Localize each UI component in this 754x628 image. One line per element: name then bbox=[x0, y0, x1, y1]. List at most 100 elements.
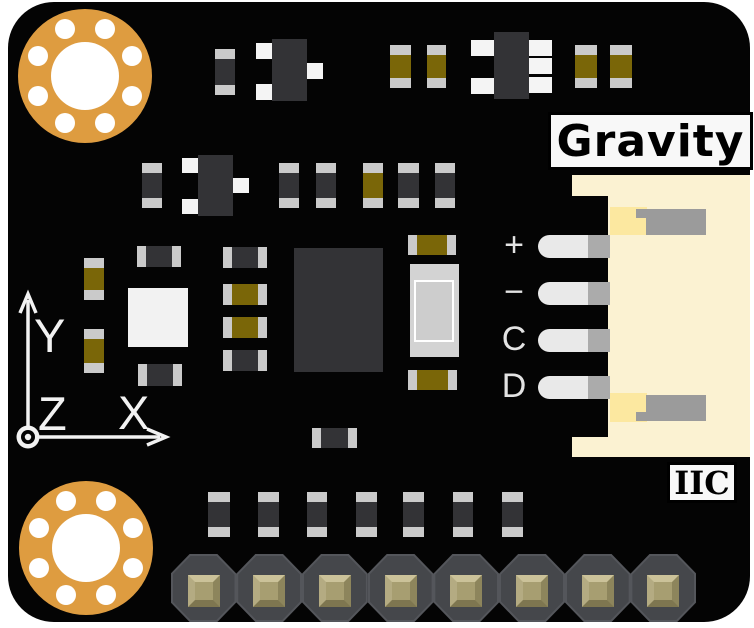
capacitor-chip bbox=[610, 45, 632, 88]
mounting-hole bbox=[19, 481, 153, 615]
chip-end-cap bbox=[447, 235, 456, 255]
chip-end-cap bbox=[312, 428, 321, 448]
resistor-chip bbox=[208, 492, 230, 537]
regulator-pad bbox=[471, 40, 495, 56]
chip-end-cap bbox=[208, 492, 230, 502]
mounting-hole-satellite bbox=[95, 585, 116, 606]
connector-tab-step-top bbox=[636, 209, 646, 218]
connector-pin bbox=[538, 376, 610, 399]
chip-end-cap bbox=[138, 364, 147, 386]
resistor-chip bbox=[137, 246, 181, 267]
chip-end-cap bbox=[363, 163, 383, 173]
chip-end-cap bbox=[356, 492, 377, 502]
header-pin bbox=[301, 554, 368, 622]
chip-end-cap bbox=[575, 45, 597, 55]
resistor-chip bbox=[215, 49, 235, 95]
connector-tab-bottom bbox=[646, 395, 706, 421]
chip-end-cap bbox=[172, 246, 181, 267]
chip-end-cap bbox=[84, 363, 104, 373]
mounting-hole-satellite bbox=[27, 46, 48, 67]
capacitor-chip bbox=[408, 370, 457, 390]
mounting-hole-satellite bbox=[56, 490, 77, 511]
mounting-hole-satellite bbox=[28, 557, 49, 578]
resistor-chip bbox=[142, 163, 162, 208]
chip-end-cap bbox=[398, 198, 419, 208]
chip-end-cap bbox=[223, 247, 232, 268]
chip-end-cap bbox=[258, 284, 267, 305]
mounting-hole-satellite bbox=[122, 85, 143, 106]
resistor-chip bbox=[435, 163, 455, 208]
capacitor-chip bbox=[84, 329, 104, 373]
mounting-hole-satellite bbox=[122, 46, 143, 67]
mounting-hole-satellite bbox=[95, 490, 116, 511]
chip-end-cap bbox=[453, 527, 473, 537]
capacitor-chip bbox=[84, 258, 104, 300]
chip-end-cap bbox=[223, 284, 232, 305]
regulator-pad bbox=[471, 78, 495, 94]
chip-end-cap bbox=[84, 258, 104, 268]
capacitor-chip bbox=[223, 284, 267, 305]
resistor-chip bbox=[258, 492, 279, 537]
crystal-oscillator-lid bbox=[414, 280, 454, 342]
transistor-sot23 bbox=[272, 39, 307, 101]
chip-end-cap bbox=[390, 78, 411, 88]
chip-end-cap bbox=[84, 290, 104, 300]
connector-pin-contact bbox=[588, 235, 610, 258]
chip-end-cap bbox=[453, 492, 473, 502]
regulator-pad bbox=[528, 58, 552, 74]
mounting-hole-satellite bbox=[28, 518, 49, 539]
chip-end-cap bbox=[448, 370, 457, 390]
header-pin-pad bbox=[318, 575, 351, 607]
transistor-pad bbox=[232, 178, 249, 193]
mounting-hole bbox=[18, 9, 152, 143]
chip-end-cap bbox=[610, 78, 632, 88]
header-pin bbox=[630, 554, 697, 622]
capacitor-chip bbox=[363, 163, 383, 208]
transistor-pad bbox=[182, 158, 199, 173]
connector-pin-contact bbox=[588, 376, 610, 399]
chip-end-cap bbox=[427, 78, 446, 88]
chip-end-cap bbox=[575, 78, 597, 88]
chip-end-cap bbox=[427, 45, 446, 55]
capacitor-chip bbox=[390, 45, 411, 88]
mounting-hole-satellite bbox=[55, 18, 76, 39]
chip-end-cap bbox=[403, 527, 424, 537]
mounting-hole-satellite bbox=[55, 113, 76, 134]
pin-label: + bbox=[504, 226, 524, 264]
axis-z-label: Z bbox=[38, 387, 67, 440]
transistor-pad bbox=[256, 43, 273, 59]
header-pin-pad bbox=[253, 575, 286, 607]
axis-indicator-icon: Y Z X bbox=[16, 289, 171, 449]
regulator-pad bbox=[528, 40, 552, 56]
chip-end-cap bbox=[137, 246, 146, 267]
resistor-chip bbox=[403, 492, 424, 537]
resistor-chip bbox=[453, 492, 473, 537]
resistor-chip bbox=[223, 350, 267, 371]
header-pin-pad bbox=[581, 575, 614, 607]
chip-end-cap bbox=[84, 329, 104, 339]
connector-pin bbox=[538, 235, 610, 258]
capacitor-chip bbox=[427, 45, 446, 88]
chip-end-cap bbox=[502, 492, 523, 502]
iic-label: IIC bbox=[667, 462, 737, 503]
header-pin bbox=[433, 554, 500, 622]
chip-end-cap bbox=[435, 198, 455, 208]
chip-end-cap bbox=[258, 247, 267, 268]
iic-label-text: IIC bbox=[674, 463, 730, 502]
connector-tab-step-bottom bbox=[636, 412, 646, 421]
chip-end-cap bbox=[173, 364, 182, 386]
chip-end-cap bbox=[142, 198, 162, 208]
chip-end-cap bbox=[348, 428, 357, 448]
chip-end-cap bbox=[208, 527, 230, 537]
mounting-hole-satellite bbox=[56, 585, 77, 606]
gravity-label: Gravity bbox=[548, 112, 753, 170]
mounting-hole-satellite bbox=[27, 85, 48, 106]
gravity-label-text: Gravity bbox=[556, 115, 745, 167]
chip-end-cap bbox=[307, 492, 327, 502]
chip-end-cap bbox=[258, 527, 279, 537]
transistor-pad bbox=[256, 84, 273, 100]
connector-pin bbox=[538, 282, 610, 305]
header-pin-pad bbox=[516, 575, 548, 607]
chip-end-cap bbox=[502, 527, 523, 537]
